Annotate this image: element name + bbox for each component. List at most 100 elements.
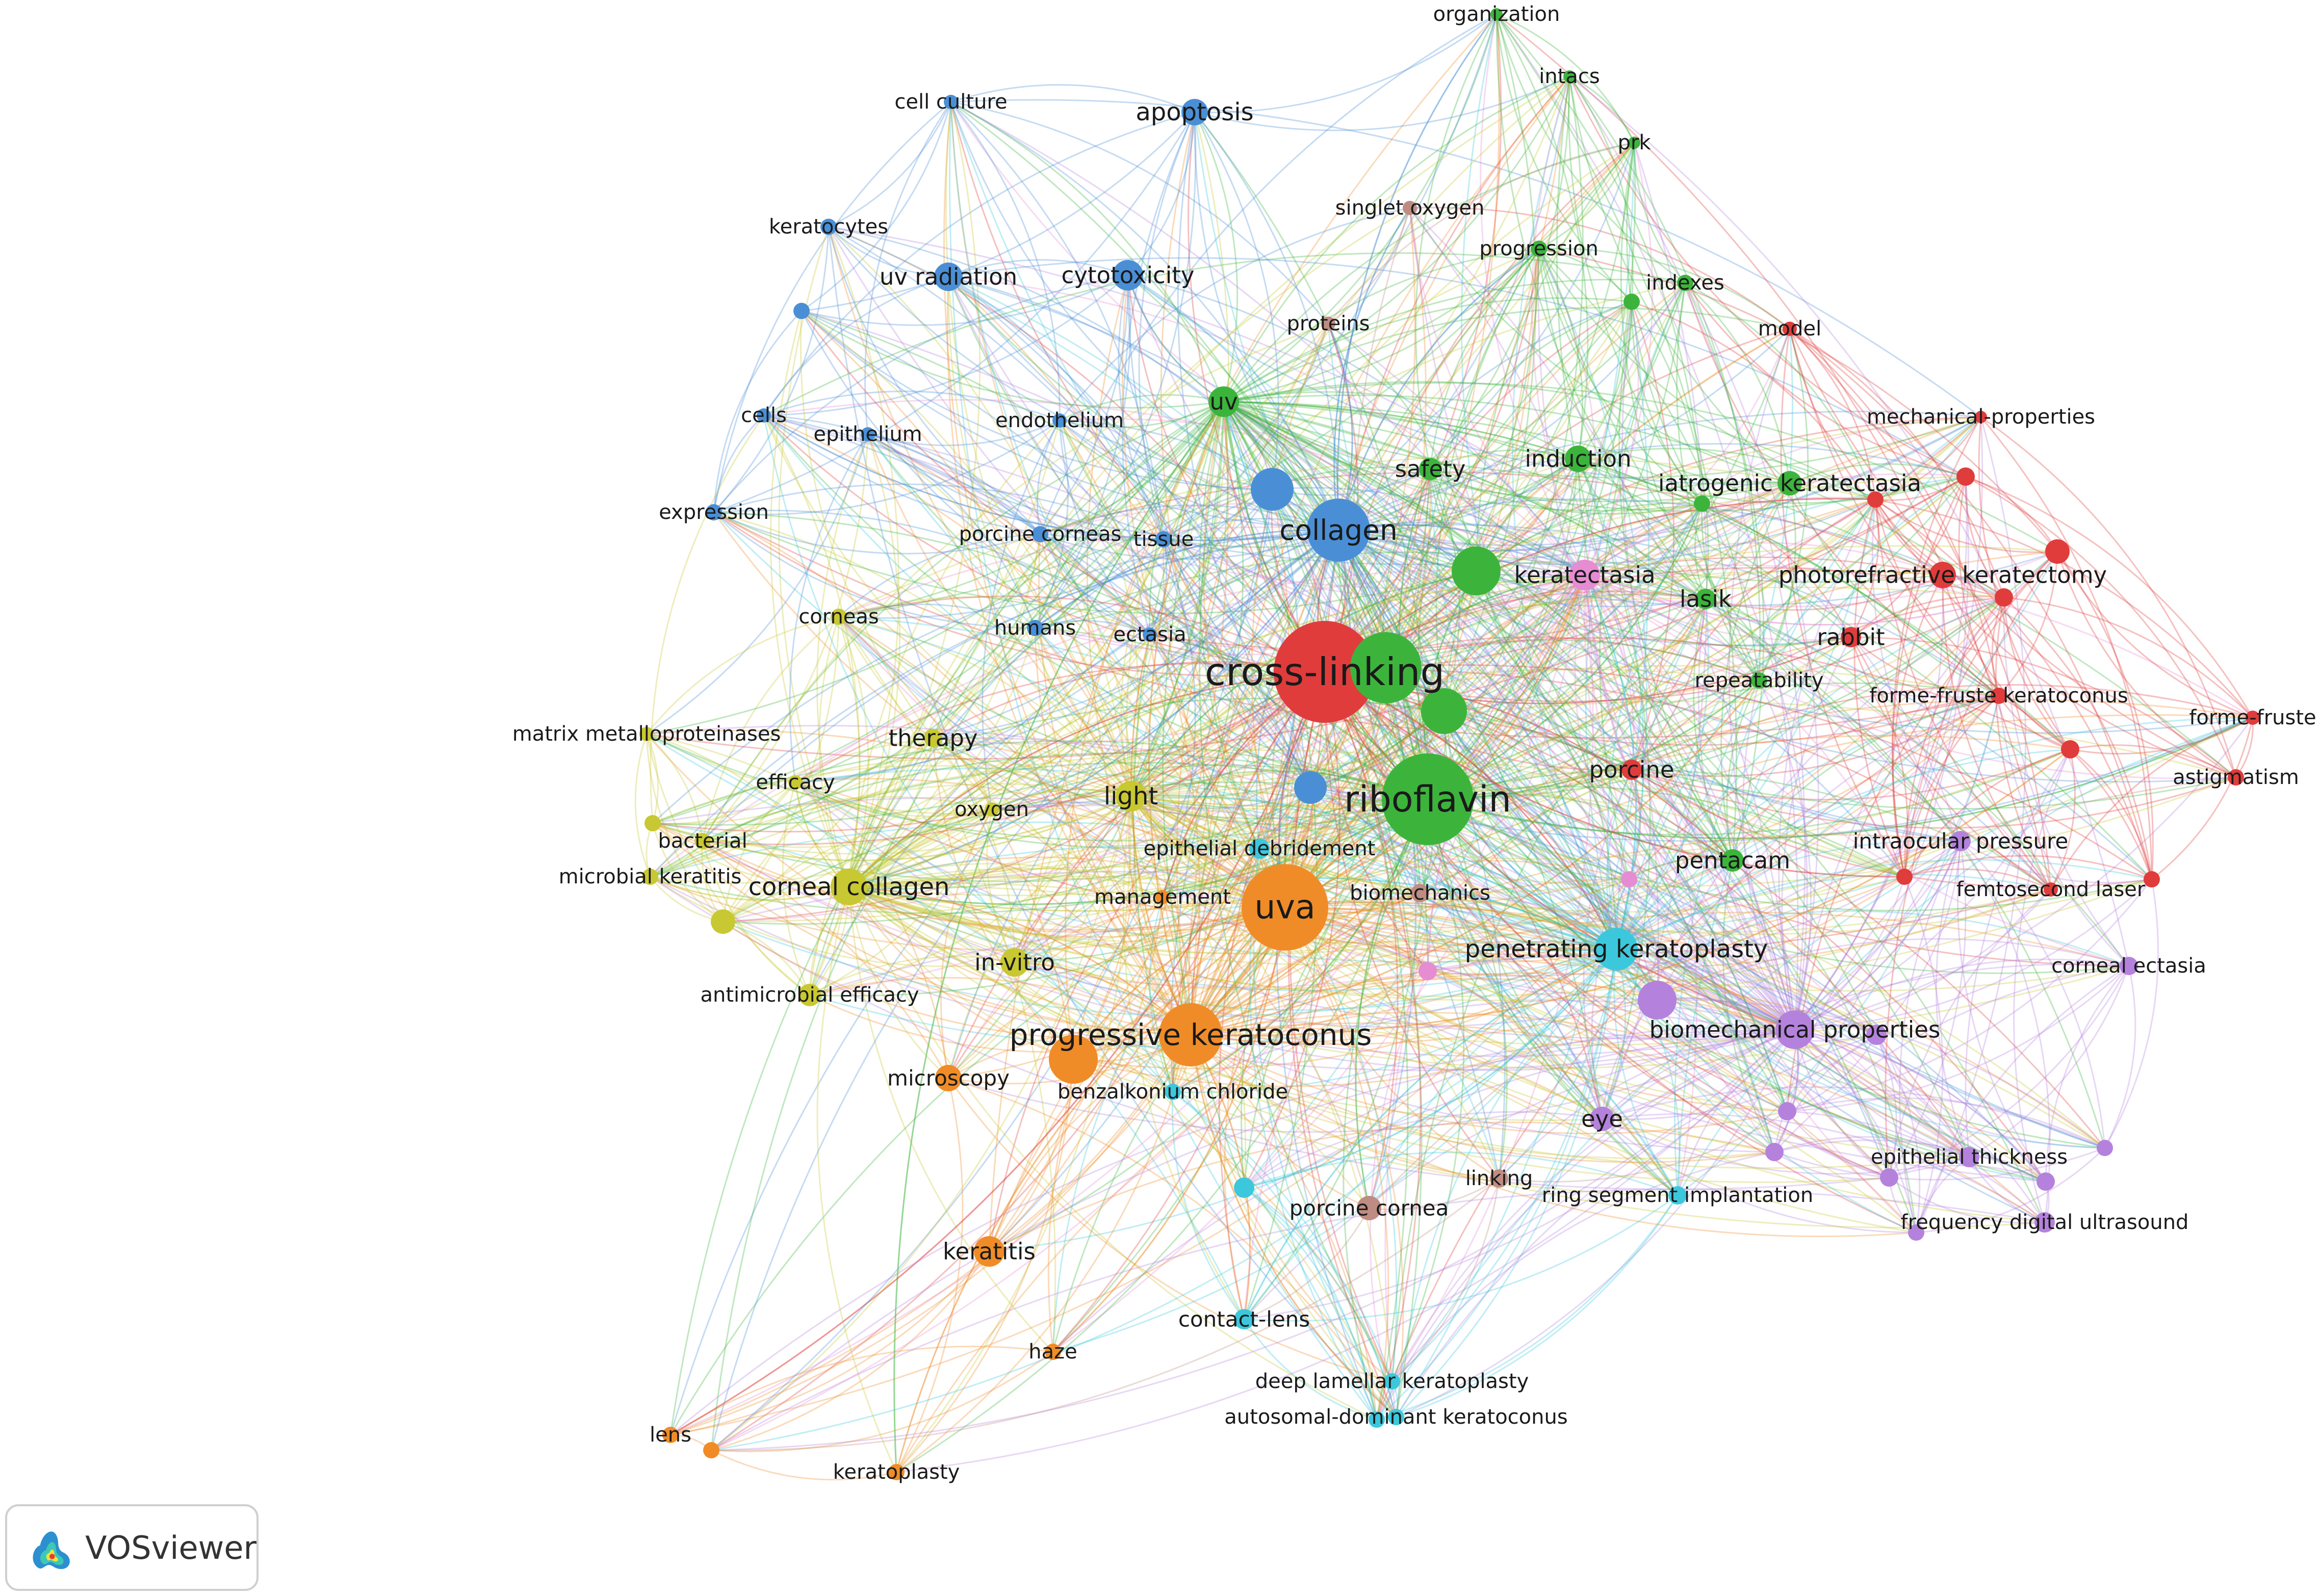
label-femtosecond-laser[interactable]: femtosecond laser	[1956, 878, 2146, 901]
label-photorefractive-keratectomy[interactable]: photorefractive keratectomy	[1778, 562, 2107, 589]
label-astigmatism[interactable]: astigmatism	[2173, 766, 2299, 789]
label-endothelium[interactable]: endothelium	[995, 409, 1124, 432]
label-cytotoxicity[interactable]: cytotoxicity	[1062, 262, 1195, 289]
label-expression[interactable]: expression	[659, 501, 769, 524]
label-rabbit[interactable]: rabbit	[1817, 624, 1885, 651]
label-proteins[interactable]: proteins	[1286, 312, 1370, 335]
label-model[interactable]: model	[1758, 317, 1822, 341]
node-uv-radiation[interactable]	[934, 263, 963, 291]
node-unlabeled[interactable]	[2144, 871, 2160, 887]
label-uva[interactable]: uva	[1254, 888, 1316, 927]
label-uv-radiation[interactable]: uv radiation	[880, 264, 1017, 291]
node-progression[interactable]	[1531, 241, 1547, 257]
label-cells[interactable]: cells	[741, 404, 787, 427]
label-penetrating-keratoplasty[interactable]: penetrating keratoplasty	[1465, 935, 1768, 963]
node-unlabeled[interactable]	[1995, 588, 2013, 607]
label-intraocular-pressure[interactable]: intraocular pressure	[1853, 829, 2069, 854]
label-corneal-collagen[interactable]: corneal collagen	[749, 873, 950, 901]
node-unlabeled[interactable]	[1867, 491, 1884, 508]
node-apoptosis[interactable]	[1181, 99, 1208, 125]
label-keratectasia[interactable]: keratectasia	[1514, 562, 1655, 589]
node-safety[interactable]	[1419, 458, 1441, 480]
label-frequency-digital-ultrasound[interactable]: frequency digital ultrasound	[1901, 1211, 2189, 1234]
node-frequency-digital-ultrasound[interactable]	[2034, 1212, 2055, 1233]
label-pentacam[interactable]: pentacam	[1675, 847, 1790, 874]
label-ring-segment-implantation[interactable]: ring segment implantation	[1542, 1184, 1813, 1207]
label-forme-fruste-keratoconus[interactable]: forme-fruste keratoconus	[1869, 684, 2128, 708]
label-tissue[interactable]: tissue	[1133, 528, 1194, 551]
node-unlabeled[interactable]	[1765, 1143, 1784, 1161]
label-cell-culture[interactable]: cell culture	[894, 90, 1007, 114]
label-indexes[interactable]: indexes	[1646, 271, 1724, 295]
node-porcine[interactable]	[1621, 760, 1642, 780]
node-keratitis[interactable]	[974, 1236, 1004, 1267]
node-deep-lamellar-keratoplasty[interactable]	[1384, 1373, 1400, 1390]
node-rabbit[interactable]	[1841, 627, 1861, 647]
label-bacterial[interactable]: bacterial	[658, 829, 747, 853]
label-organization[interactable]: organization	[1433, 3, 1560, 26]
label-singlet-oxygen[interactable]: singlet oxygen	[1335, 196, 1485, 220]
label-autosomal-dominant-keratoconus[interactable]: autosomal-dominant keratoconus	[1224, 1405, 1567, 1429]
node-biomechanical-properties[interactable]	[1775, 1010, 1814, 1049]
node-management[interactable]	[1155, 890, 1170, 904]
node-pentacam[interactable]	[1721, 849, 1744, 872]
node-biomechanics[interactable]	[1411, 884, 1429, 902]
node-efficacy[interactable]	[788, 775, 803, 790]
node-cells[interactable]	[757, 408, 771, 423]
node-iatrogenic-keratectasia[interactable]	[1777, 471, 1802, 495]
node-penetrating-keratoplasty[interactable]	[1595, 928, 1638, 971]
node-contact-lens[interactable]	[1234, 1309, 1254, 1329]
label-eye[interactable]: eye	[1581, 1106, 1623, 1133]
node-corneal-collagen[interactable]	[831, 869, 867, 905]
node-unlabeled[interactable]	[1778, 1102, 1796, 1120]
node-keratoplasty[interactable]	[888, 1464, 905, 1480]
node-intraocular-pressure[interactable]	[1950, 831, 1971, 851]
node-unlabeled[interactable]	[2037, 1172, 2055, 1191]
node-unlabeled[interactable]	[703, 1442, 719, 1458]
node-astigmatism[interactable]	[2228, 769, 2244, 786]
label-lens[interactable]: lens	[650, 1423, 691, 1447]
node-expression[interactable]	[706, 504, 722, 520]
node-unlabeled[interactable]	[1621, 871, 1637, 887]
node-eye[interactable]	[1590, 1107, 1614, 1131]
node-microbial-keratitis[interactable]	[642, 869, 658, 885]
label-mechanical-properties[interactable]: mechanical-properties	[1867, 405, 2095, 429]
node-uva[interactable]	[1242, 864, 1328, 951]
label-porcine-corneas[interactable]: porcine corneas	[959, 522, 1122, 546]
node-riboflavin[interactable]	[1382, 753, 1474, 845]
label-antimicrobial-efficacy[interactable]: antimicrobial efficacy	[700, 983, 919, 1007]
node-epithelial-debridement[interactable]	[1249, 839, 1270, 859]
node-uv[interactable]	[1208, 386, 1239, 417]
label-biomechanical-properties[interactable]: biomechanical properties	[1649, 1016, 1941, 1043]
label-porcine[interactable]: porcine	[1589, 756, 1674, 783]
node-unlabeled[interactable]	[2045, 539, 2070, 564]
node-model[interactable]	[1783, 322, 1797, 336]
node-unlabeled[interactable]	[1234, 1178, 1254, 1198]
node-unlabeled[interactable]	[1369, 1411, 1385, 1428]
node-photorefractive-keratectomy[interactable]	[1929, 562, 1956, 588]
label-repeatability[interactable]: repeatability	[1695, 669, 1824, 692]
node-porcine-corneas[interactable]	[1032, 526, 1048, 542]
label-lasik[interactable]: lasik	[1680, 586, 1732, 613]
label-ectasia[interactable]: ectasia	[1113, 623, 1186, 646]
node-lens[interactable]	[662, 1427, 679, 1443]
node-unlabeled[interactable]	[2061, 740, 2079, 758]
node-corneas[interactable]	[831, 609, 847, 625]
label-prk[interactable]: prk	[1618, 131, 1652, 154]
label-humans[interactable]: humans	[994, 616, 1076, 640]
label-corneas[interactable]: corneas	[798, 605, 879, 629]
label-contact-lens[interactable]: contact-lens	[1178, 1307, 1310, 1332]
label-efficacy[interactable]: efficacy	[756, 771, 835, 794]
label-deep-lamellar-keratoplasty[interactable]: deep lamellar keratoplasty	[1255, 1370, 1529, 1393]
node-epithelium[interactable]	[861, 427, 875, 441]
vosviewer-badge[interactable]: VOSviewer	[5, 1504, 259, 1591]
node-progressive-keratoconus[interactable]	[1159, 1003, 1222, 1066]
node-unlabeled[interactable]	[1896, 869, 1913, 885]
node-porcine-cornea[interactable]	[1357, 1196, 1381, 1220]
node-unlabeled[interactable]	[1049, 1035, 1098, 1084]
label-induction[interactable]: induction	[1525, 446, 1631, 473]
label-keratoplasty[interactable]: keratoplasty	[833, 1460, 960, 1484]
node-in-vitro[interactable]	[1000, 948, 1029, 977]
node-antimicrobial-efficacy[interactable]	[798, 984, 821, 1006]
node-intacs[interactable]	[1563, 70, 1576, 83]
